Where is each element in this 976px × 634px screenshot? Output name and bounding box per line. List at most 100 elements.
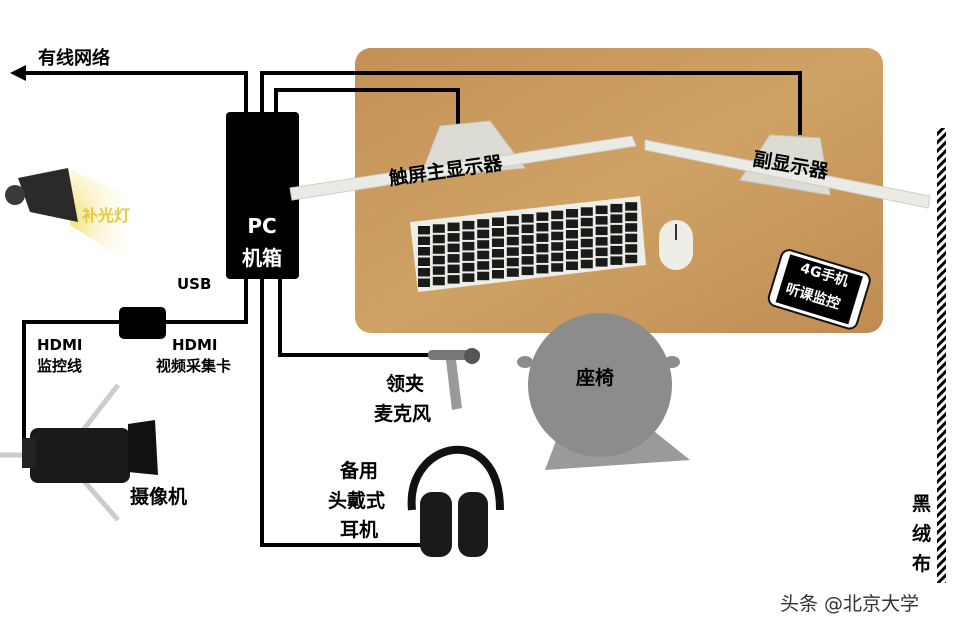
keyboard-key bbox=[566, 230, 578, 239]
keyboard-key bbox=[625, 244, 638, 253]
mic-cable bbox=[278, 278, 430, 357]
keyboard-key bbox=[432, 255, 445, 265]
pc-case bbox=[226, 112, 299, 279]
hdmi-monitor-label: HDMI bbox=[37, 336, 83, 354]
keyboard-key bbox=[477, 261, 490, 270]
keyboard-key bbox=[551, 263, 564, 272]
keyboard-key bbox=[610, 224, 623, 234]
keyboard-key bbox=[447, 264, 460, 274]
keyboard-key bbox=[506, 215, 519, 225]
chair bbox=[517, 313, 690, 470]
keyboard-key bbox=[521, 256, 534, 265]
capture-card bbox=[119, 307, 166, 339]
mic-label-2: 麦克风 bbox=[374, 402, 431, 425]
keyboard-key bbox=[536, 264, 549, 274]
keyboard-key bbox=[580, 259, 593, 269]
cloth-label-2: 绒 bbox=[912, 522, 931, 545]
keyboard-key bbox=[595, 258, 608, 267]
arrow-left-icon bbox=[10, 65, 26, 81]
headphone-cable bbox=[260, 278, 428, 547]
main-monitor-cable bbox=[274, 88, 460, 124]
keyboard-key bbox=[536, 222, 549, 232]
keyboard-key bbox=[477, 240, 490, 249]
keyboard-key bbox=[418, 278, 430, 287]
keyboard-key bbox=[477, 271, 490, 281]
keyboard-key bbox=[418, 268, 430, 277]
headphones-label-2: 头戴式 bbox=[328, 489, 385, 512]
keyboard-key bbox=[462, 273, 475, 282]
keyboard-key bbox=[477, 219, 490, 228]
keyboard-key bbox=[521, 266, 534, 276]
chair-label: 座椅 bbox=[576, 366, 614, 389]
keyboard-key bbox=[625, 254, 638, 264]
network-label: 有线网络 bbox=[38, 47, 110, 69]
keyboard-key bbox=[595, 237, 608, 246]
keyboard-key bbox=[580, 217, 593, 227]
keyboard-key bbox=[418, 236, 430, 245]
keyboard-key bbox=[492, 259, 504, 268]
camera-label: 摄像机 bbox=[130, 485, 187, 508]
keyboard-key bbox=[595, 205, 608, 215]
hdmi-capture-label: HDMI bbox=[172, 336, 218, 354]
keyboard-key bbox=[506, 268, 519, 277]
keyboard-key bbox=[492, 217, 504, 226]
keyboard-key bbox=[610, 256, 623, 265]
keyboard-key bbox=[625, 233, 638, 243]
keyboard-key bbox=[418, 257, 430, 266]
keyboard-key bbox=[536, 212, 549, 221]
keyboard-key bbox=[566, 209, 578, 218]
keyboard-key bbox=[551, 231, 564, 241]
keyboard-key bbox=[492, 249, 504, 258]
keyboard-key bbox=[610, 203, 623, 213]
keyboard-key bbox=[506, 226, 519, 235]
keyboard-key bbox=[521, 214, 534, 223]
keyboard-key bbox=[432, 266, 445, 275]
keyboard-key bbox=[521, 235, 534, 244]
keyboard-key bbox=[580, 228, 593, 237]
pc-label: PC bbox=[247, 214, 276, 238]
network-cable bbox=[24, 71, 248, 112]
usb-cable bbox=[165, 278, 248, 324]
mic-label: 领夹 bbox=[386, 372, 424, 395]
keyboard-key bbox=[566, 261, 578, 270]
cloth-label-3: 布 bbox=[912, 552, 931, 575]
keyboard-key bbox=[447, 275, 460, 284]
camera-icon bbox=[0, 383, 158, 522]
keyboard-key bbox=[432, 234, 445, 244]
keyboard-key bbox=[551, 242, 564, 251]
cloth-label: 黑 bbox=[912, 493, 931, 515]
cables bbox=[22, 71, 802, 547]
keyboard-key bbox=[521, 224, 534, 234]
keyboard-key bbox=[610, 214, 623, 223]
keyboard-key bbox=[536, 233, 549, 242]
keyboard-key bbox=[566, 219, 578, 228]
keyboard-key bbox=[462, 220, 475, 230]
headphones-label: 备用 bbox=[339, 459, 378, 482]
keyboard-key bbox=[477, 229, 490, 239]
keyboard-key bbox=[521, 245, 534, 255]
keyboard-key bbox=[595, 216, 608, 225]
keyboard-key bbox=[580, 249, 593, 258]
keyboard-key bbox=[418, 226, 430, 235]
keyboard-key bbox=[551, 252, 564, 262]
keyboard-key bbox=[432, 245, 445, 254]
keyboard-key bbox=[432, 276, 445, 286]
watermark: 头条 @北京大学 bbox=[780, 593, 919, 615]
keyboard-key bbox=[536, 254, 549, 263]
keyboard-key bbox=[580, 238, 593, 248]
keyboard-key bbox=[462, 262, 475, 272]
keyboard-key bbox=[566, 240, 578, 249]
black-cloth bbox=[937, 128, 946, 583]
keyboard-key bbox=[447, 233, 460, 242]
keyboard-key bbox=[506, 257, 519, 267]
keyboard-key bbox=[506, 247, 519, 256]
keyboard-key bbox=[432, 224, 445, 233]
keyboard-key bbox=[492, 270, 504, 279]
keyboard-key bbox=[610, 235, 623, 244]
pc-label-2: 机箱 bbox=[242, 246, 282, 270]
mouse bbox=[659, 220, 693, 270]
keyboard-key bbox=[551, 210, 564, 220]
headphones-icon bbox=[407, 445, 504, 557]
